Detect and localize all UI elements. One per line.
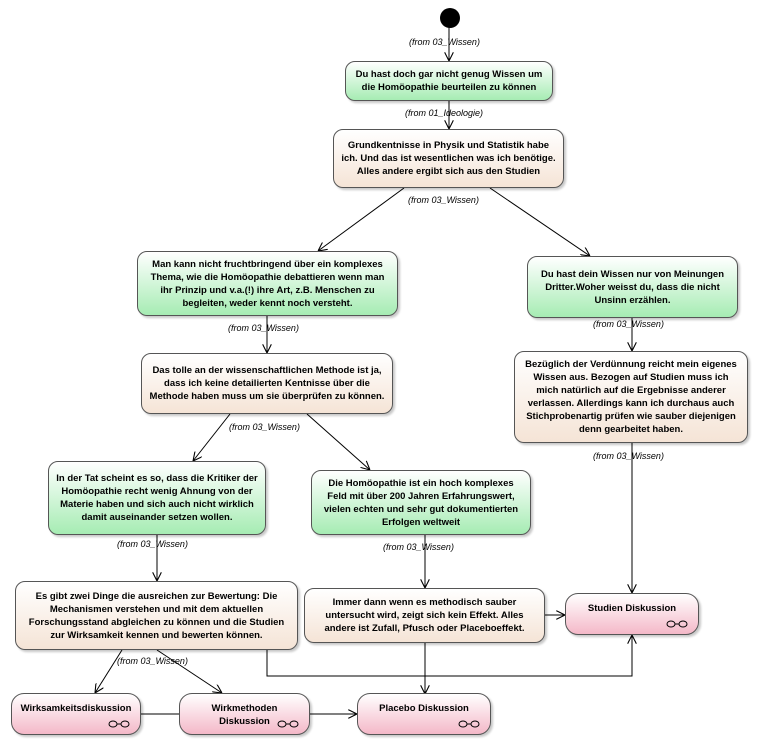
note-n8: (from 03_Wissen) xyxy=(117,539,188,549)
rake-icon xyxy=(458,720,480,728)
node-n5: Das tolle an der wissenschaftlichen Meth… xyxy=(141,353,393,414)
node-n13: Wirkmethoden Diskussion xyxy=(179,693,310,735)
note-n5: (from 03_Wissen) xyxy=(593,319,664,329)
note-n6: (from 03_Wissen) xyxy=(229,422,300,432)
note-n10: (from 03_Wissen) xyxy=(117,656,188,666)
edge-n5-to-n8 xyxy=(306,413,370,470)
node-n10: Immer dann wenn es methodisch sauber unt… xyxy=(304,588,545,643)
node-n14-label: Placebo Diskussion xyxy=(379,703,469,714)
node-n3: Man kann nicht fruchtbringend über ein k… xyxy=(137,251,398,316)
node-n7: In der Tat scheint es so, dass die Kriti… xyxy=(48,461,266,535)
rake-icon xyxy=(666,620,688,628)
node-n4: Du hast dein Wissen nur von Meinungen Dr… xyxy=(527,256,738,318)
node-n12: Wirksamkeitsdiskussion xyxy=(11,693,141,735)
rake-icon xyxy=(108,720,130,728)
node-n6: Bezüglich der Verdünnung reicht mein eig… xyxy=(514,351,748,443)
node-n14: Placebo Diskussion xyxy=(357,693,491,735)
note-n2: (from 01_Ideologie) xyxy=(405,108,484,118)
node-n13-label: Wirkmethoden Diskussion xyxy=(211,703,278,727)
node-n11-label: Studien Diskussion xyxy=(587,603,677,614)
node-n9: Es gibt zwei Dinge die ausreichen zur Be… xyxy=(15,581,298,650)
rake-icon xyxy=(277,720,299,728)
edge-n2-to-n4 xyxy=(489,187,590,256)
note-n1: (from 03_Wissen) xyxy=(409,37,480,47)
edge-n9-to-n13 xyxy=(156,649,222,693)
note-n4: (from 03_Wissen) xyxy=(228,323,299,333)
note-n9: (from 03_Wissen) xyxy=(383,542,454,552)
edge-n2-to-n3 xyxy=(318,187,405,251)
edge-n5-to-n7 xyxy=(193,413,231,461)
node-n1: Du hast doch gar nicht genug Wissen um d… xyxy=(345,61,553,101)
node-n8: Die Homöopathie ist ein hoch komplexes F… xyxy=(311,470,531,535)
edge-n9-to-n11 xyxy=(266,635,632,677)
initial-node xyxy=(440,8,460,28)
node-n2: Grundkentnisse in Physik und Statistik h… xyxy=(333,129,564,188)
note-n3: (from 03_Wissen) xyxy=(408,195,479,205)
node-n12-label: Wirksamkeitsdiskussion xyxy=(20,703,132,714)
note-n7: (from 03_Wissen) xyxy=(593,451,664,461)
edge-n9-to-n12 xyxy=(95,649,123,693)
node-n11: Studien Diskussion xyxy=(565,593,699,635)
